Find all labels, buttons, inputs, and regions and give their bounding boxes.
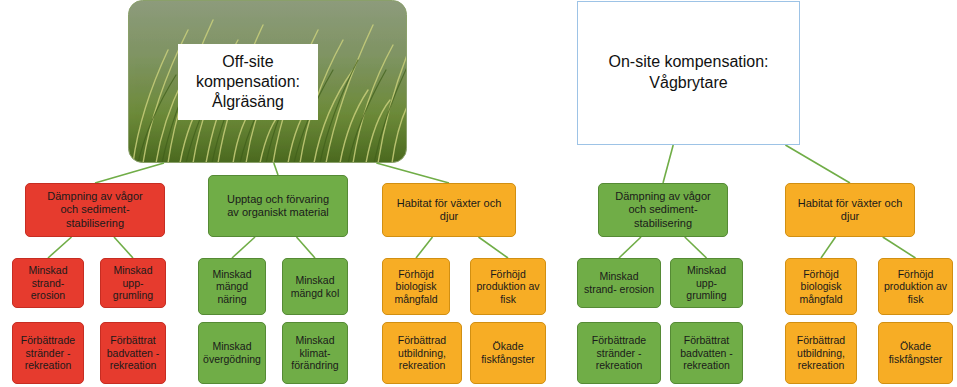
box-label: Förbättrad utbildning, rekreation <box>790 334 852 372</box>
effect-box: Dämpning av vågor och sediment- stabilis… <box>598 183 728 237</box>
box-label: Förhöjd biologisk mångfald <box>790 268 852 306</box>
box-label: Minskad upp- grumling <box>675 264 738 302</box>
box-label: Dämpning av vågor och sediment- stabilis… <box>613 190 713 230</box>
connector-line <box>95 163 164 183</box>
box-label: Ökade fiskfångster <box>475 340 541 365</box>
effect-box: Förhöjd produktion av fisk <box>878 258 953 315</box>
box-label: Förbättrat badvatten - rekreation <box>105 334 161 372</box>
box-label: Förbättrad utbildning, rekreation <box>387 334 457 372</box>
box-label: On-site kompensation: Vågbrytare <box>588 52 789 94</box>
box-label: Upptag och förvaring av organiskt materi… <box>221 193 335 219</box>
effect-box: Förhöjd biologisk mångfald <box>382 258 450 315</box>
box-label: Ökade fiskfångster <box>883 340 948 365</box>
box-label: Dämpning av vågor och sediment- stabilis… <box>44 190 146 230</box>
connector-line <box>48 237 72 258</box>
box-label: Minskad klimat- förändring <box>287 334 343 372</box>
effect-box: Upptag och förvaring av organiskt materi… <box>208 175 348 237</box>
connector-line <box>297 237 316 258</box>
effect-box: Förbättrat badvatten - rekreation <box>100 322 166 384</box>
connector-line <box>416 237 433 258</box>
effect-box: Ökade fiskfångster <box>878 322 953 384</box>
box-label: Minskad mängd kol <box>287 274 343 299</box>
effect-box: Habitat för växter och djur <box>785 183 915 237</box>
effect-box: Minskad strand- erosion <box>12 258 84 308</box>
effect-box: Minskad upp- grumling <box>100 258 166 308</box>
effect-box: Förbättrad utbildning, rekreation <box>382 322 462 384</box>
connector-line <box>114 237 133 258</box>
connector-line <box>785 145 850 183</box>
connector-line <box>376 163 449 183</box>
connector-line <box>274 163 278 175</box>
seagrass-field <box>129 1 407 163</box>
box-label: Förhöjd produktion av fisk <box>475 268 541 306</box>
effect-box: Minskad mängd kol <box>282 258 348 315</box>
effect-box: Minskad strand- erosion <box>577 258 661 308</box>
effect-box: Minskad upp- grumling <box>670 258 743 308</box>
connector-line <box>479 237 509 258</box>
effect-box: Förhöjd biologisk mångfald <box>785 258 857 315</box>
photo-box: Off-site kompensation: Ålgräsäng <box>128 0 407 163</box>
connector-line <box>232 237 255 258</box>
box-label: Minskad strand- erosion <box>582 270 656 295</box>
measure-box: On-site kompensation: Vågbrytare <box>577 1 800 145</box>
box-label: Minskad mängd näring <box>203 268 261 306</box>
connector-line <box>619 237 641 258</box>
box-label: Minskad strand- erosion <box>17 264 79 302</box>
box-label: Minskad upp- grumling <box>105 264 161 302</box>
connector-line <box>821 237 836 258</box>
connector-line <box>663 145 673 183</box>
effect-box: Förbättrad utbildning, rekreation <box>785 322 857 384</box>
effect-box: Dämpning av vågor och sediment- stabilis… <box>25 183 165 237</box>
box-label: Förbättrat badvatten - rekreation <box>675 334 738 372</box>
effect-box: Förbättrade stränder - rekreation <box>12 322 84 384</box>
box-label: Förbättrade stränder - rekreation <box>582 334 656 372</box>
effect-box: Förhöjd produktion av fisk <box>470 258 546 315</box>
box-label: Off-site kompensation: Ålgräsäng <box>178 44 318 120</box>
effect-box: Förbättrat badvatten - rekreation <box>670 322 743 384</box>
box-label: Habitat för växter och djur <box>391 197 507 223</box>
effect-box: Minskad mängd näring <box>198 258 266 315</box>
box-label: Minskad övergödning <box>202 340 262 365</box>
effect-box: Minskad klimat- förändring <box>282 322 348 384</box>
effect-box: Ökade fiskfångster <box>470 322 546 384</box>
effect-box: Förbättrade stränder - rekreation <box>577 322 661 384</box>
box-label: Förhöjd produktion av fisk <box>883 268 948 306</box>
effect-box: Minskad övergödning <box>198 322 266 384</box>
effect-box: Habitat för växter och djur <box>382 183 516 237</box>
connector-line <box>883 237 916 258</box>
box-label: Förhöjd biologisk mångfald <box>387 268 445 306</box>
box-label: Habitat för växter och djur <box>792 197 908 223</box>
box-label: Förbättrade stränder - rekreation <box>17 334 79 372</box>
connector-line <box>685 237 707 258</box>
